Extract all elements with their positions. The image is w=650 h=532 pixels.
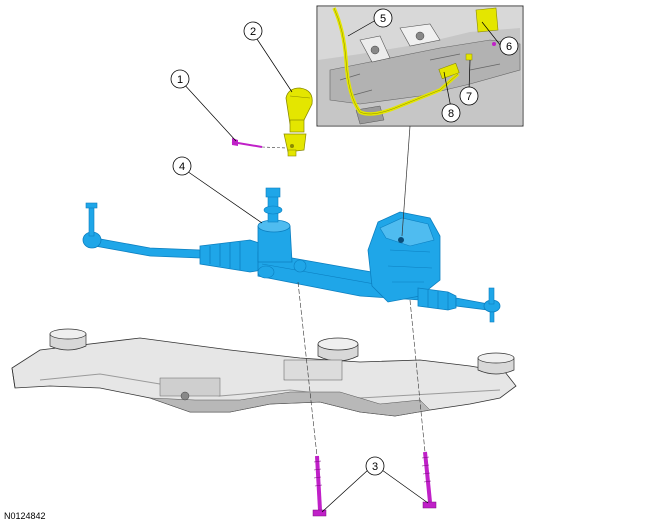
callout-leaders [181,19,502,513]
callout-1: 1 [170,69,190,89]
callout-6: 6 [499,36,519,56]
harness-connector [438,62,460,80]
steering-gear [82,187,501,323]
subframe [11,328,517,417]
svg-text:7: 7 [466,91,472,103]
callout-8: 8 [441,103,461,123]
svg-text:6: 6 [506,41,512,53]
svg-text:4: 4 [179,161,185,173]
clip-lower [465,53,473,61]
svg-text:2: 2 [250,26,256,38]
svg-text:8: 8 [448,108,454,120]
installation-guide-lines [297,125,426,457]
figure-id: N0124842 [4,511,46,521]
callout-3: 3 [365,456,385,476]
subframe-mount-right [477,352,515,375]
subframe-mount-left [49,328,87,351]
subframe-bolt-left [312,455,327,517]
callout-4: 4 [172,156,192,176]
callout-5: 5 [373,8,393,28]
callout-7: 7 [459,86,479,106]
steering-column-shaft [283,87,313,157]
subframe-mount-center [283,337,359,381]
subframe-bolt-right [421,451,437,509]
svg-text:5: 5 [380,13,386,25]
callout-2: 2 [243,21,263,41]
clip-upper [492,42,496,46]
svg-text:1: 1 [177,74,183,86]
pinch-bolt [231,138,287,149]
svg-text:3: 3 [372,461,378,473]
detail-inset [316,5,524,127]
